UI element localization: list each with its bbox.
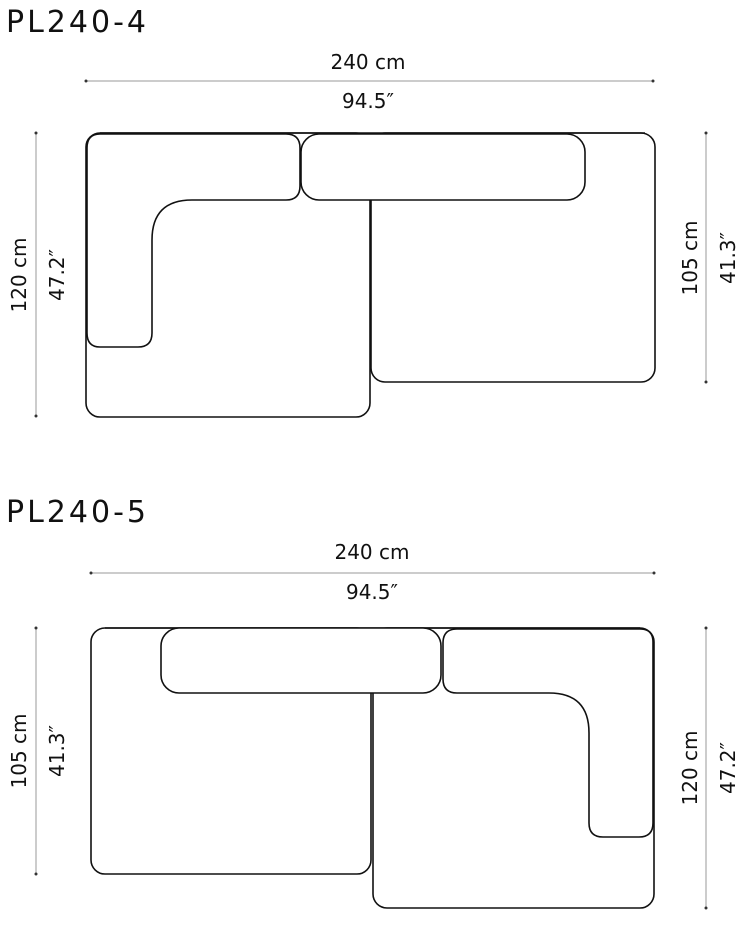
left-height-in-label: 41.3″ xyxy=(45,725,69,777)
diagram-pl240-5: PL240-5 240 cm 94.5″ 105 cm 41.3″ 120 cm… xyxy=(6,495,740,910)
left-height-in-label: 47.2″ xyxy=(45,249,69,301)
left-height-cm-label: 120 cm xyxy=(7,237,31,312)
dimension-endpoint xyxy=(34,131,38,135)
dimension-endpoint xyxy=(34,872,38,876)
diagram-pl240-4: PL240-4 240 cm 94.5″ 120 cm 47.2″ 105 cm… xyxy=(6,5,740,418)
back-cushion xyxy=(300,133,586,201)
left-height-cm-label: 105 cm xyxy=(7,713,31,788)
right-height-cm-label: 105 cm xyxy=(678,220,702,295)
back-cushion xyxy=(160,627,442,694)
dimension-endpoint xyxy=(651,79,655,83)
dimension-endpoint xyxy=(34,414,38,418)
width-in-label: 94.5″ xyxy=(346,580,398,604)
width-cm-label: 240 cm xyxy=(334,540,409,564)
dimension-endpoint xyxy=(704,906,708,910)
right-height-in-label: 41.3″ xyxy=(716,232,740,284)
right-height-cm-label: 120 cm xyxy=(678,730,702,805)
corner-backrest-cushion xyxy=(442,628,654,838)
dimension-endpoint xyxy=(704,626,708,630)
dimension-endpoint xyxy=(704,380,708,384)
diagram-title: PL240-4 xyxy=(6,5,149,40)
dimension-endpoint xyxy=(34,626,38,630)
dimension-endpoint xyxy=(84,79,88,83)
width-cm-label: 240 cm xyxy=(330,50,405,74)
dimension-endpoint xyxy=(704,131,708,135)
dimension-endpoint xyxy=(89,571,93,575)
diagram-title: PL240-5 xyxy=(6,495,149,530)
right-height-in-label: 47.2″ xyxy=(716,742,740,794)
dimension-endpoint xyxy=(652,571,656,575)
width-in-label: 94.5″ xyxy=(342,89,394,113)
corner-backrest-cushion xyxy=(86,133,301,348)
